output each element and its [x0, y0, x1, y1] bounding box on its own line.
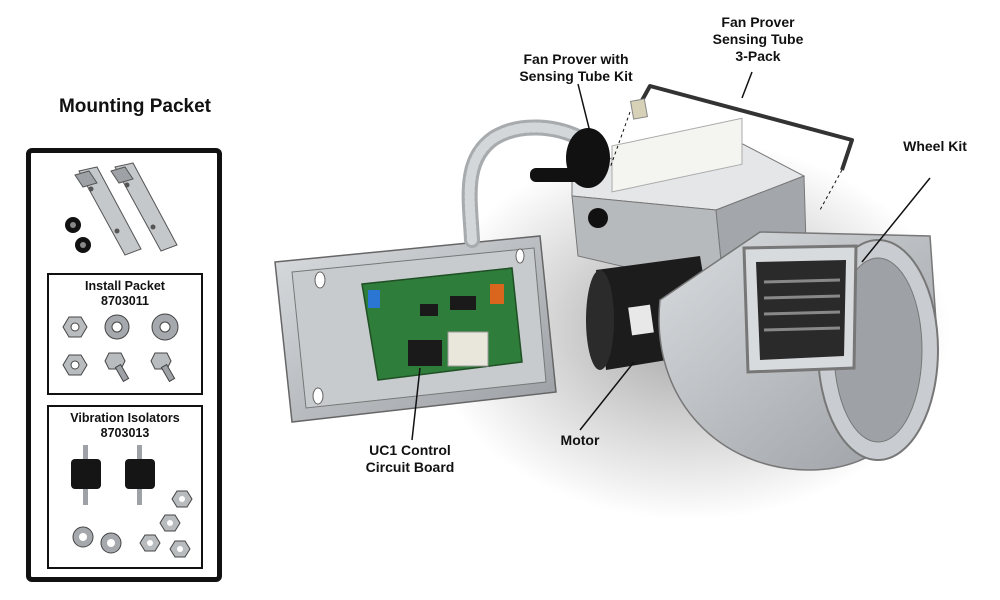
sensing-tube [638, 84, 854, 171]
callout-fan-prover-kit-line2: Sensing Tube Kit [519, 68, 633, 84]
install-packet-hardware [62, 313, 179, 383]
vibration-isolators-title: Vibration Isolators [70, 411, 180, 425]
hex-nut-icon [169, 540, 191, 558]
bolt-icon [150, 352, 176, 383]
install-packet-title: Install Packet [85, 279, 165, 293]
hex-nut-icon [139, 534, 161, 552]
callout-control-board-line2: Circuit Board [365, 459, 455, 475]
install-packet-box: Install Packet 8703011 [47, 273, 203, 395]
callout-control-board: UC1 Control Circuit Board [340, 442, 480, 476]
callout-sensing-tube-pack-line2: Sensing Tube [712, 31, 804, 47]
washer-icon [104, 314, 130, 340]
uc1-control-circuit-board [361, 267, 523, 381]
blower-housing [658, 231, 939, 471]
callout-sensing-tube-pack-line3: 3-Pack [735, 48, 781, 64]
vibration-isolators-part-number: 8703013 [100, 426, 150, 440]
rubber-isolator-icon [71, 445, 101, 505]
mounting-packet-title: Mounting Packet [58, 96, 211, 117]
leader-dashed-right [819, 169, 843, 211]
grommet-bottom [75, 237, 91, 253]
blower-wheel [763, 278, 841, 332]
hex-nut-icon [62, 354, 88, 376]
vibration-isolators-hardware [71, 445, 193, 558]
vibration-isolators-box: Vibration Isolators 8703013 [47, 405, 203, 569]
terminal-block [368, 290, 380, 308]
mounting-bracket-left [74, 166, 142, 256]
fan-prover-label-plate [611, 117, 743, 193]
hex-nut-icon [171, 490, 193, 508]
mounting-bracket-right [110, 162, 178, 252]
fan-prover-disc [530, 128, 610, 188]
relay [408, 340, 442, 366]
install-packet-part-number: 8703011 [101, 294, 149, 308]
bolt-icon [104, 352, 130, 383]
callout-sensing-tube-pack-line1: Fan Prover [721, 14, 795, 30]
callout-control-board-line1: UC1 Control [369, 442, 451, 458]
leader-control-board [411, 367, 421, 441]
leader-fan-prover-kit [577, 83, 591, 133]
leader-sensing-tube [741, 71, 753, 99]
rubber-isolator-icon [125, 445, 155, 505]
sensing-tube-fitting [629, 98, 649, 120]
callout-motor: Motor [560, 432, 600, 448]
leader-wheel-kit [861, 177, 931, 263]
callout-wheel-kit: Wheel Kit [903, 138, 967, 154]
washer-icon [100, 532, 122, 554]
grommet-top [65, 217, 81, 233]
leader-dashed-left [609, 111, 631, 169]
transformer [447, 331, 489, 367]
hex-nut-icon [159, 514, 181, 532]
leader-motor [579, 361, 635, 431]
hex-nut-icon [62, 316, 88, 338]
mounting-packet-frame: Install Packet 8703011 Vibration Isolato… [26, 148, 222, 582]
motor-nameplate [628, 304, 654, 336]
washer-icon [151, 313, 179, 341]
callout-fan-prover-kit: Fan Prover with Sensing Tube Kit [496, 51, 656, 85]
callout-fan-prover-kit-line1: Fan Prover with [523, 51, 629, 67]
washer-icon [72, 526, 94, 548]
mounting-brackets-image [65, 162, 178, 256]
callout-sensing-tube-pack: Fan Prover Sensing Tube 3-Pack [688, 14, 828, 65]
knockout-hole [588, 208, 608, 228]
